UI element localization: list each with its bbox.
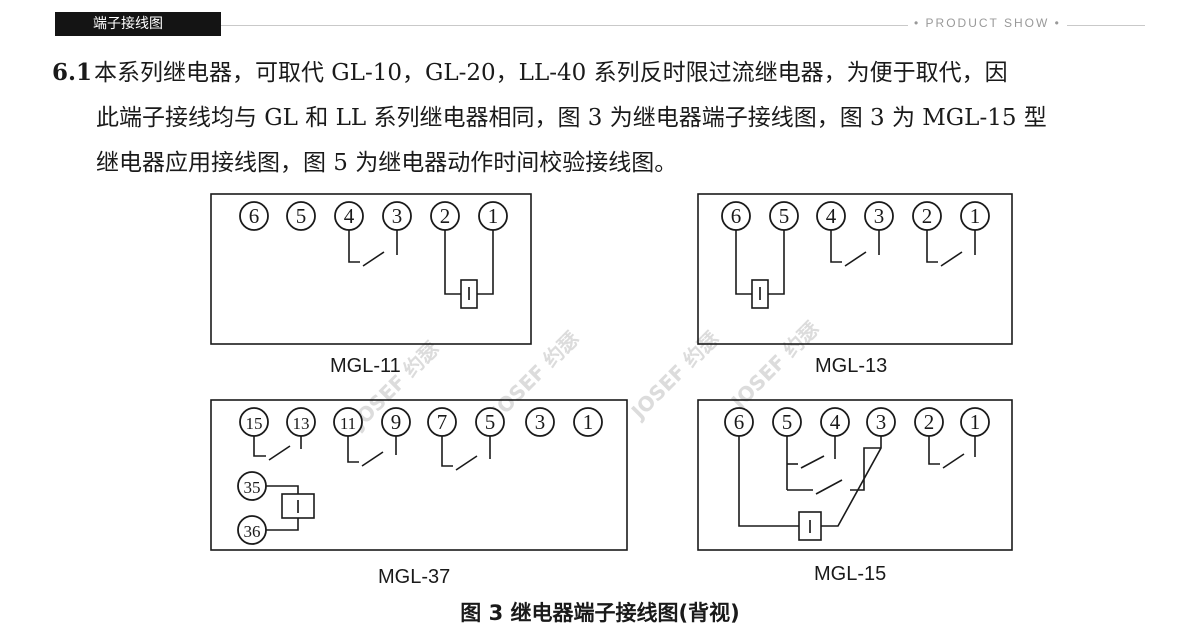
coil-label-mgl-13: I <box>757 284 762 304</box>
terminal-mgl-11-6-circle <box>239 201 269 231</box>
terminal-mgl-11-2-circle <box>430 201 460 231</box>
header-rule <box>221 25 1145 26</box>
terminal-mgl-11-1-label: 1 <box>488 204 499 228</box>
terminal-mgl-37-11-label: 11 <box>340 414 356 433</box>
wiring-mgl-15 <box>738 436 976 541</box>
terminal-mgl-13-6-circle <box>721 201 751 231</box>
terminal-mgl-37-15-circle <box>239 407 269 437</box>
terminal-mgl-37-13-label: 13 <box>293 414 310 433</box>
terminal-mgl-11-3-label: 3 <box>392 204 403 228</box>
terminal-mgl-13-5-circle <box>769 201 799 231</box>
terminal-mgl-15-5-label: 5 <box>782 410 793 434</box>
section-number: 6.1 <box>52 59 93 86</box>
box-mgl-13 <box>697 193 1013 345</box>
description-paragraph: 6.1本系列继电器，可取代 GL-10，GL-20，LL-40 系列反时限过流继… <box>52 50 1152 186</box>
terminal-mgl-11-4-circle <box>334 201 364 231</box>
terminal-mgl-37-3-circle <box>525 407 555 437</box>
box-mgl-11 <box>210 193 532 345</box>
terminal-mgl-37-7-label: 7 <box>437 410 448 434</box>
model-label-mgl-11: MGL-11 <box>330 355 401 377</box>
terminal-mgl-11-3-circle <box>382 201 412 231</box>
terminal-mgl-37-1-circle <box>573 407 603 437</box>
terminal-mgl-11-6-label: 6 <box>249 204 260 228</box>
terminal-mgl-13-2-label: 2 <box>922 204 933 228</box>
terminal-mgl-37-11-circle <box>333 407 363 437</box>
terminal-circles: 6 5 4 3 2 1 6 5 4 3 2 1 15 13 11 9 7 5 3 1 6 5 4 3 2 1 35 36 <box>237 201 990 545</box>
terminal-mgl-11-5-circle <box>286 201 316 231</box>
terminal-mgl-37-13-circle <box>286 407 316 437</box>
terminal-mgl-15-6-label: 6 <box>734 410 745 434</box>
coil-label-mgl-15: I <box>807 517 812 537</box>
model-label-mgl-13: MGL-13 <box>815 355 888 377</box>
terminal-mgl-37-9-label: 9 <box>391 410 402 434</box>
product-show-label: • PRODUCT SHOW • <box>908 16 1067 30</box>
terminal-mgl-13-3-label: 3 <box>874 204 885 228</box>
model-label-mgl-15: MGL-15 <box>814 563 887 585</box>
wiring-mgl-11 <box>348 230 494 309</box>
terminal-mgl-11-1-circle <box>478 201 508 231</box>
terminal-mgl-15-3-circle <box>866 407 896 437</box>
terminal-mgl-13-1-label: 1 <box>970 204 981 228</box>
terminal-mgl-15-1-circle <box>960 407 990 437</box>
terminal-mgl-11-5-label: 5 <box>296 204 307 228</box>
model-label-mgl-37: MGL-37 <box>378 566 451 588</box>
wiring-mgl-13 <box>735 230 976 309</box>
terminal-mgl-15-2-circle <box>914 407 944 437</box>
terminal-mgl-15-2-label: 2 <box>924 410 935 434</box>
terminal-mgl-37-15-label: 15 <box>246 414 263 433</box>
terminal-mgl-15-4-label: 4 <box>830 410 841 434</box>
terminal-mgl-15-5-circle <box>772 407 802 437</box>
terminal-mgl-37-5-label: 5 <box>485 410 496 434</box>
terminal-mgl-37-9-circle <box>381 407 411 437</box>
terminal-mgl-37-36-label: 36 <box>244 522 261 541</box>
terminal-mgl-37-1-label: 1 <box>583 410 594 434</box>
terminal-mgl-15-6-circle <box>724 407 754 437</box>
terminal-mgl-15-1-label: 1 <box>970 410 981 434</box>
paragraph-line-3: 继电器应用接线图，图 5 为继电器动作时间校验接线图。 <box>96 150 678 176</box>
coil-label-mgl-11: I <box>466 284 471 304</box>
section-tag: 端子接线图 <box>55 12 221 36</box>
coil-label-mgl-37: I <box>295 497 300 517</box>
terminal-mgl-13-3-circle <box>864 201 894 231</box>
terminal-mgl-11-2-label: 2 <box>440 204 451 228</box>
terminal-mgl-37-7-circle <box>427 407 457 437</box>
watermark-3: JOSEF 约瑟 <box>625 327 723 425</box>
terminal-mgl-37-5-circle <box>475 407 505 437</box>
terminal-mgl-13-2-circle <box>912 201 942 231</box>
terminal-mgl-13-1-circle <box>960 201 990 231</box>
box-mgl-37 <box>210 399 628 551</box>
terminal-mgl-15-3-label: 3 <box>876 410 887 434</box>
terminal-mgl-11-4-label: 4 <box>344 204 355 228</box>
terminal-mgl-37-36-circle <box>237 515 267 545</box>
wiring-mgl-37 <box>253 436 491 531</box>
terminal-mgl-15-4-circle <box>820 407 850 437</box>
terminal-mgl-13-6-label: 6 <box>731 204 742 228</box>
terminal-mgl-13-4-circle <box>816 201 846 231</box>
figure-caption: 图 3 继电器端子接线图(背视) <box>460 601 740 625</box>
terminal-mgl-37-35-label: 35 <box>244 478 261 497</box>
paragraph-line-1: 6.1本系列继电器，可取代 GL-10，GL-20，LL-40 系列反时限过流继… <box>52 50 1152 96</box>
paragraph-text-1: 本系列继电器，可取代 GL-10，GL-20，LL-40 系列反时限过流继电器，… <box>94 60 1008 86</box>
paragraph-line-2: 此端子接线均与 GL 和 LL 系列继电器相同，图 3 为继电器端子接线图，图 … <box>96 105 1047 131</box>
box-mgl-15 <box>697 399 1013 551</box>
terminal-mgl-13-5-label: 5 <box>779 204 790 228</box>
terminal-mgl-37-3-label: 3 <box>535 410 546 434</box>
terminal-mgl-13-4-label: 4 <box>826 204 837 228</box>
terminal-mgl-37-35-circle <box>237 471 267 501</box>
